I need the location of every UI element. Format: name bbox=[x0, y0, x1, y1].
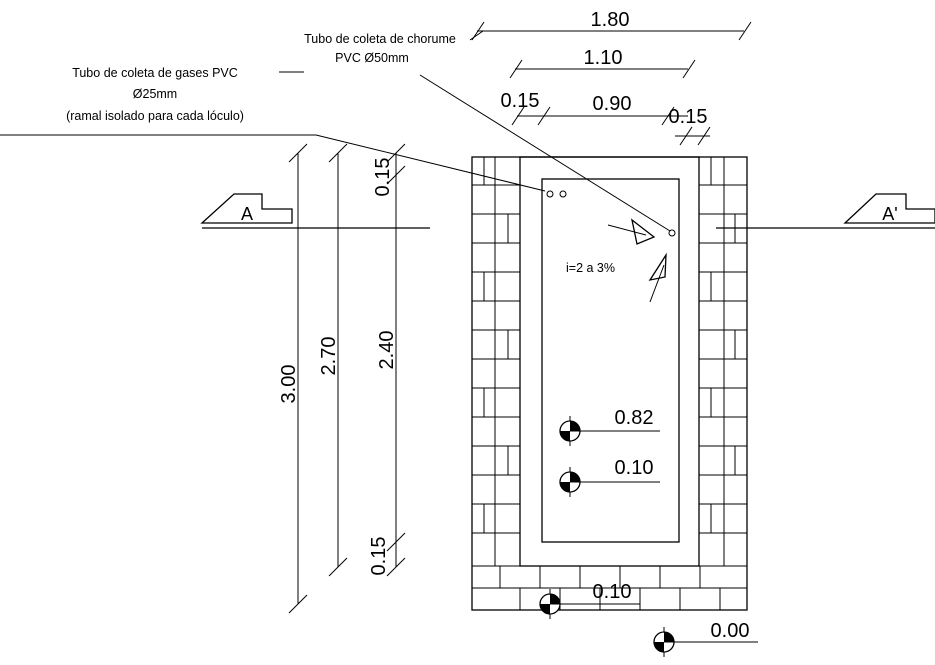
level-label-1: 0.82 bbox=[615, 407, 654, 429]
slope-arrow-up bbox=[648, 252, 667, 303]
section-marker-right: A' bbox=[843, 193, 935, 224]
dim-width-total: 1.80 bbox=[471, 9, 752, 41]
level-marker-2: 0.10 bbox=[559, 457, 660, 497]
dim-label-top-slab: 0.15 bbox=[372, 158, 394, 197]
leachate-pipe bbox=[668, 229, 676, 237]
chorume-note: Tubo de coleta de chorume PVC Ø50mm bbox=[304, 30, 671, 232]
level-marker-3: 0.10 bbox=[539, 581, 640, 619]
dim-label-height-total: 3.00 bbox=[278, 365, 300, 404]
chorume-label-line1: Tubo de coleta de chorume bbox=[304, 32, 456, 46]
section-marker-left: A bbox=[200, 193, 293, 224]
slope-arrow-right bbox=[607, 218, 656, 245]
dim-label-height-cavity: 2.40 bbox=[376, 331, 398, 370]
dim-label-wall-left: 0.15 bbox=[501, 90, 540, 112]
level-marker-4: 0.00 bbox=[653, 620, 758, 657]
section-label-left: A bbox=[241, 204, 253, 224]
dim-width-inner: 1.10 bbox=[509, 47, 696, 79]
dim-label-width-inner: 1.10 bbox=[584, 47, 623, 69]
level-marker-1: 0.82 bbox=[559, 407, 660, 446]
gas-pipes bbox=[546, 190, 567, 198]
dim-label-width-cavity: 0.90 bbox=[593, 93, 632, 115]
dim-height-mid: 2.70 bbox=[318, 143, 348, 577]
gases-label-line2: Ø25mm bbox=[133, 87, 177, 101]
level-label-2: 0.10 bbox=[615, 457, 654, 479]
masonry-structure bbox=[471, 156, 748, 611]
level-label-3: 0.10 bbox=[593, 581, 632, 603]
dim-label-width-total: 1.80 bbox=[591, 9, 630, 31]
level-label-4: 0.00 bbox=[711, 620, 750, 642]
dim-label-height-mid: 2.70 bbox=[318, 337, 340, 376]
gases-label-line1: Tubo de coleta de gases PVC bbox=[72, 66, 238, 80]
chorume-label-line2: PVC Ø50mm bbox=[335, 51, 409, 65]
dim-label-wall-right: 0.15 bbox=[669, 106, 708, 128]
slope-label: i=2 a 3% bbox=[566, 261, 615, 275]
dim-height-cavity: 0.15 2.40 0.15 bbox=[368, 143, 406, 577]
gases-note: Tubo de coleta de gases PVC Ø25mm (ramal… bbox=[0, 66, 546, 192]
gases-label-line3: (ramal isolado para cada lóculo) bbox=[66, 109, 244, 123]
dim-width-parts: 0.15 0.90 0.15 bbox=[501, 90, 711, 146]
section-label-right: A' bbox=[882, 204, 897, 224]
dim-label-bottom-slab: 0.15 bbox=[368, 537, 390, 576]
